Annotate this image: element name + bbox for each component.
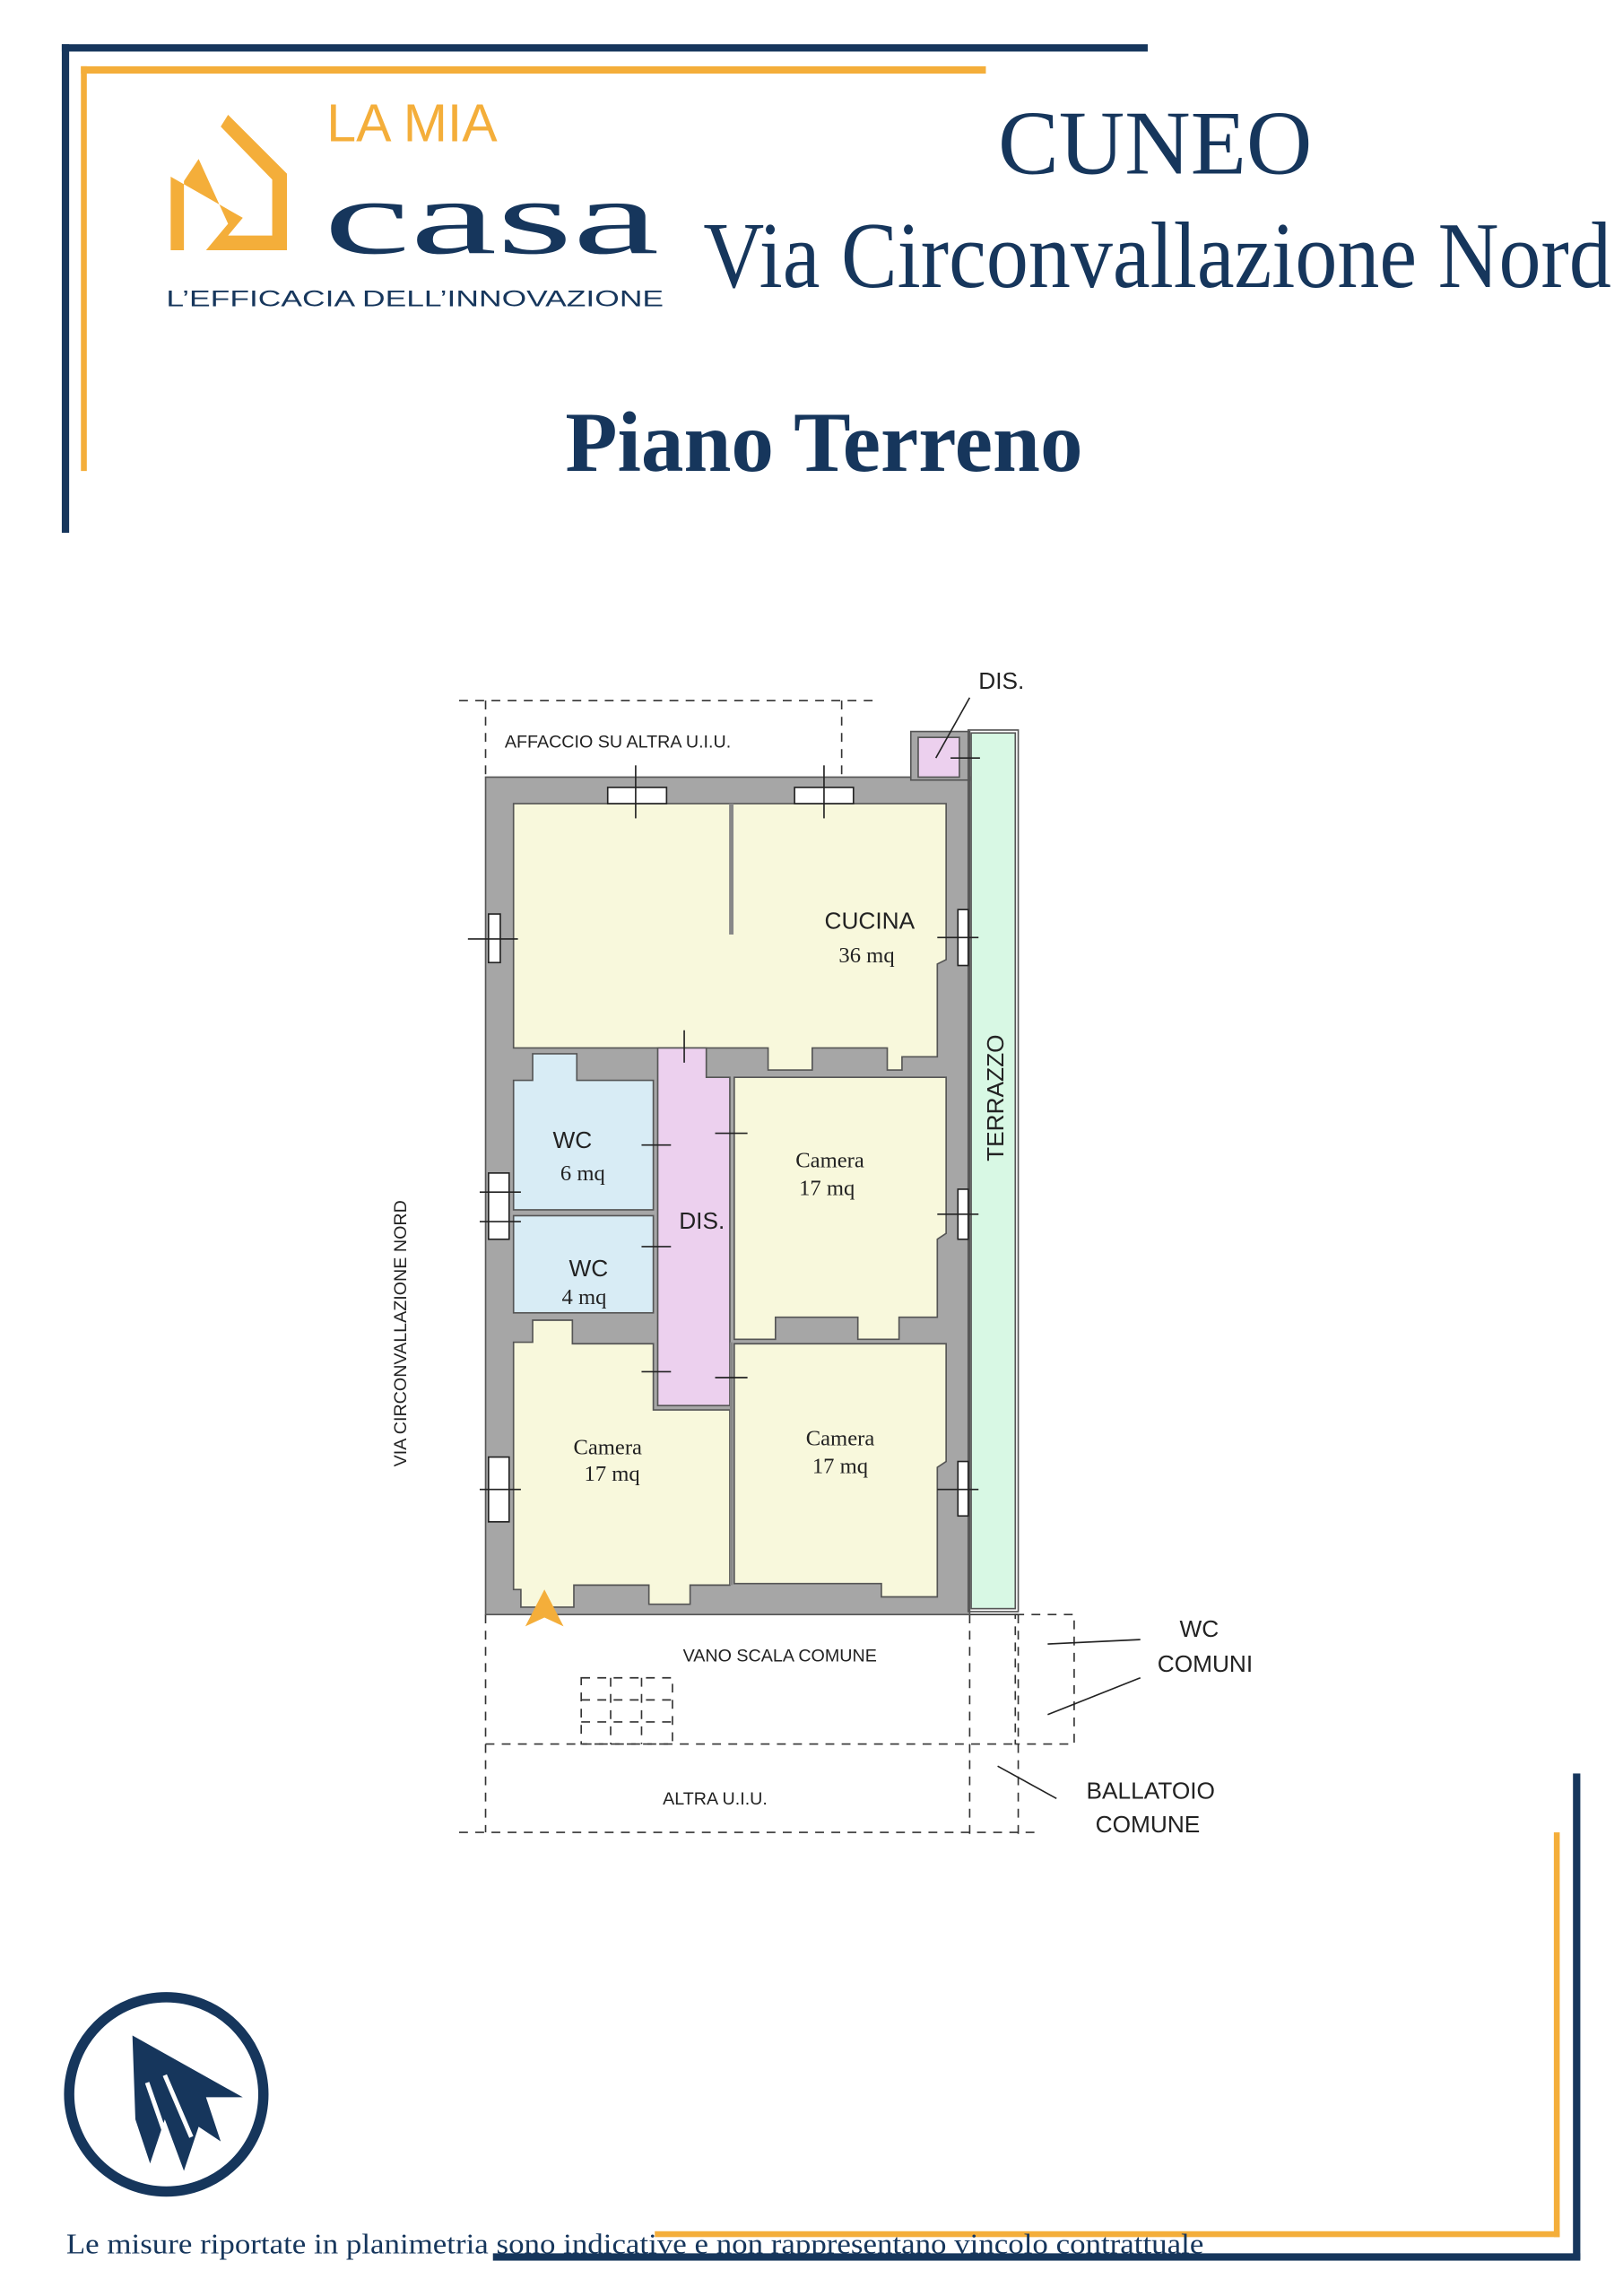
agency-emblem-icon [64,1992,269,2197]
street-title: Via Circonvallazione Nord [703,203,1610,308]
logo-line2: casa [324,159,659,276]
room-dis [656,1047,731,1406]
area-cucina: 36 mq [838,944,894,968]
label-wc-4: WC [569,1255,609,1282]
disclaimer-text: Le misure riportate in planimetria sono … [66,2228,1203,2259]
label-street-side: VIA CIRCONVALLAZIONE NORD [391,1200,411,1466]
house-icon [170,115,287,251]
label-terrazzo: TERRAZZO [982,1034,1009,1161]
label-dis: DIS. [679,1207,725,1234]
dashed-boundaries [458,700,1075,1840]
label-wc-comuni-2: COMUNI [1158,1650,1253,1677]
room-wc-6 [512,1053,655,1211]
decorative-frame [61,44,1581,2261]
label-wc-6: WC [552,1126,592,1153]
label-ballatoio-1: BALLATOIO [1087,1777,1215,1804]
floor-title: Piano Terreno [565,395,1082,490]
room-camera-bottom-right [733,1343,947,1598]
label-dis-top: DIS. [978,667,1024,694]
area-camera-bottom-right: 17 mq [812,1455,868,1479]
area-wc-6: 6 mq [560,1161,605,1186]
label-camera-top: Camera [795,1148,864,1172]
window-marks [467,757,980,1523]
terrace [970,732,1017,1610]
city-title: CUNEO [998,93,1312,195]
logo-tagline: L’EFFICACIA DELL’INNOVAZIONE [166,287,664,311]
label-vano-scala: VANO SCALA COMUNE [683,1647,877,1666]
room-camera-top [733,1076,947,1341]
label-camera-bottom-right: Camera [806,1426,875,1450]
room-cucina [512,803,947,1071]
label-altra-uiu: ALTRA U.I.U. [663,1789,768,1809]
area-camera-top: 17 mq [799,1177,855,1201]
room-wc-4 [512,1214,655,1314]
area-camera-bottom-left: 17 mq [585,1462,640,1486]
label-cucina: CUCINA [824,907,915,934]
label-wc-comuni-1: WC [1180,1615,1219,1642]
floor-plan: AFFACCIO SU ALTRA U.I.U. DIS. CUCINA 36 … [391,667,1253,1840]
entrance-arrow-icon [525,1589,564,1627]
label-ballatoio-2: COMUNE [1096,1811,1201,1838]
logo-line1: LA MIA [326,94,498,153]
label-camera-bottom-left: Camera [573,1435,642,1459]
brand-logo: LA MIA casa L’EFFICACIA DELL’INNOVAZIONE [166,94,664,312]
label-affaccio: AFFACCIO SU ALTRA U.I.U. [505,733,731,752]
room-camera-bottom-left [512,1319,731,1608]
area-wc-4: 4 mq [562,1285,607,1309]
